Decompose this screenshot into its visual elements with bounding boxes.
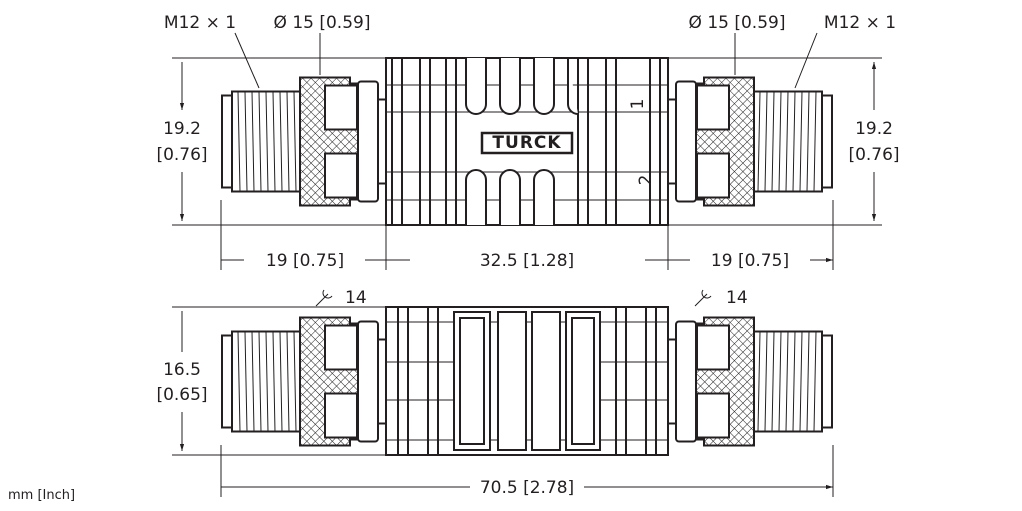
height-in: [0.65] <box>156 385 207 405</box>
top-view: TURCK 1 2 M12 × 1 Ø 15 [0.59] Ø 15 [0.59… <box>156 13 899 271</box>
height-right-in: [0.76] <box>848 145 899 165</box>
port-1-label: 1 <box>628 99 648 110</box>
port-2-label: 2 <box>636 175 656 186</box>
side-view: 14 14 16.5 [0.65] 70.5 [2.78] <box>156 288 833 498</box>
overall-length: 70.5 [2.78] <box>480 478 574 498</box>
splitter-body: TURCK 1 2 <box>385 57 669 226</box>
left-connector-side <box>221 316 387 447</box>
left-connector <box>221 76 387 207</box>
units-note: mm [Inch] <box>8 488 76 503</box>
right-connector-side <box>667 316 833 447</box>
height-mm: 16.5 <box>163 360 201 380</box>
diameter-label-left: Ø 15 [0.59] <box>274 13 371 33</box>
height-left-in: [0.76] <box>156 145 207 165</box>
turck-logo <box>480 131 574 155</box>
logo-text: TURCK <box>492 133 561 153</box>
thread-label-right: M12 × 1 <box>824 13 896 33</box>
right-connector <box>667 76 833 207</box>
height-left-mm: 19.2 <box>163 119 201 139</box>
length-left: 19 [0.75] <box>266 251 344 271</box>
wrench-icon <box>315 289 333 307</box>
splitter-body-side <box>385 306 669 456</box>
thread-label-left: M12 × 1 <box>164 13 236 33</box>
wrench-size-text: 14 <box>726 288 748 308</box>
wrench-icon <box>694 289 712 307</box>
length-right: 19 [0.75] <box>711 251 789 271</box>
wrench-size-right: 14 <box>694 288 748 308</box>
wrench-size-left: 14 <box>315 288 367 308</box>
wrench-size-text: 14 <box>345 288 367 308</box>
length-body: 32.5 [1.28] <box>480 251 574 271</box>
diameter-label-right: Ø 15 [0.59] <box>689 13 786 33</box>
height-right-mm: 19.2 <box>855 119 893 139</box>
